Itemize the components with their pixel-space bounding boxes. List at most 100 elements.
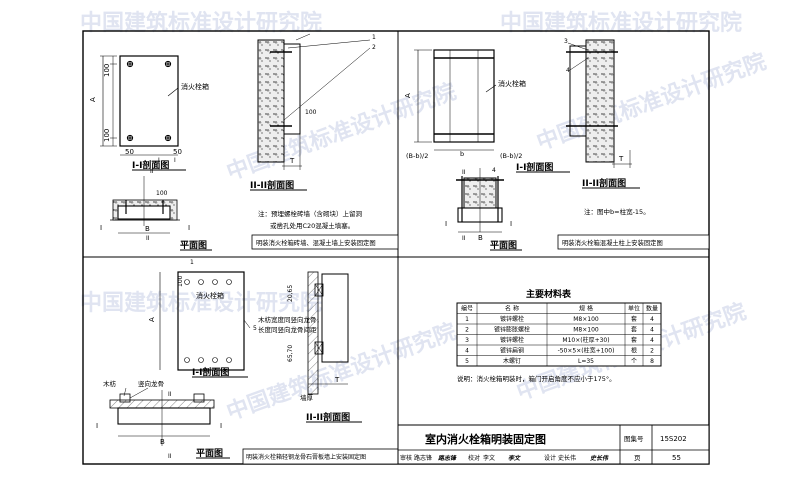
plan-I: I (96, 422, 98, 430)
watermark-text: 中国建筑标准设计研究院 (80, 290, 322, 316)
page-number: 55 (672, 454, 681, 462)
table-cell: 套 (631, 336, 637, 344)
panel-title: 明装消火栓箱砖墙、混凝土墙上安装固定图 (256, 238, 376, 247)
table-cell: M8×100 (573, 327, 599, 334)
wall-section (257, 39, 285, 163)
table-cell: 1 (465, 316, 469, 323)
table-cell: 8 (650, 358, 654, 365)
note-text: 木枋宽度同竖向龙骨， (258, 315, 323, 324)
title-block: 室内消火栓箱明装固定图 图集号 15S202 页 55 审核 路志锋 路志锋 校… (397, 424, 710, 465)
hydrant-box-elevation (119, 55, 179, 147)
caption-plan: 平面图 (490, 240, 517, 251)
table-cell: -50×5×(柱宽+100) (558, 347, 615, 355)
mark-5: 5 (253, 325, 257, 332)
plan-I: I (188, 224, 190, 232)
sec-mark: I (174, 157, 176, 164)
checker-name: 李文 (483, 454, 495, 462)
table-cell: M10×(柱厚+30) (562, 336, 609, 344)
page-label: 页 (634, 454, 641, 462)
hydrant-box-elevation (433, 49, 495, 143)
watermark-text: 中国建筑标准设计研究院 (500, 10, 742, 36)
atlas-number: 15S202 (660, 435, 687, 443)
plan-I: I (510, 220, 512, 228)
box-label: 消火栓箱 (498, 79, 526, 88)
reviewer-sign: 路志锋 (438, 454, 457, 462)
designer-name: 史长伟 (558, 454, 576, 462)
panel-gypsum-wall: 消火栓箱 1 5 A 100 I-I剖面图 木枋宽度同竖向龙骨， 长度同竖向龙骨… (96, 259, 399, 465)
plan-II: II (146, 235, 150, 242)
panel-title: 明装消火栓箱轻钢龙骨石膏板墙上安装固定图 (246, 453, 366, 461)
table-cell: 3 (465, 337, 469, 344)
caption-II-II: II-II剖面图 (250, 179, 294, 191)
dim-100: 100 (103, 129, 111, 142)
dim-A: A (404, 93, 412, 98)
dim-2065: 20,65 (287, 285, 294, 302)
table-cell: 4 (650, 337, 654, 344)
reviewer-name: 路志锋 (414, 454, 432, 462)
hydrant-box-elevation (177, 271, 245, 371)
dim-6570: 65,70 (287, 345, 294, 362)
table-cell: 镀锌膨胀螺栓 (494, 326, 530, 334)
gypsum-wall (307, 271, 319, 395)
mark-4: 4 (566, 67, 570, 74)
mark-1: 1 (190, 259, 194, 266)
label-wood: 木枋 (103, 379, 117, 388)
review-label: 审核 (400, 454, 412, 462)
caption-I-I: I-I剖面图 (132, 159, 169, 171)
table-note: 说明：消火栓箱明装时，箱门开启角度不应小于175°。 (457, 374, 616, 383)
table-cell: 4 (650, 327, 654, 334)
table-cell: 镀锌螺栓 (500, 315, 524, 323)
table-cell: M8×100 (573, 316, 599, 323)
plan-II: II (462, 169, 466, 176)
table-cell: 套 (631, 315, 637, 323)
note-text: 注：图中b=柱宽-15。 (584, 207, 650, 216)
dim-B: B (145, 225, 150, 233)
dim-100: 100 (103, 64, 111, 77)
check-label: 校对 (468, 454, 480, 462)
caption-plan: 平面图 (196, 448, 223, 459)
dim-T: T (289, 157, 295, 165)
dim-50: 50 (173, 148, 182, 156)
table-header-cell: 数量 (646, 305, 658, 313)
caption-I-I: I-I剖面图 (192, 366, 229, 378)
label-keel: 竖向龙骨 (138, 379, 164, 388)
dim-b: b (460, 150, 464, 158)
dim-B: B (478, 234, 483, 242)
table-cell: 4 (465, 348, 469, 355)
dim-half: (B-b)/2 (406, 152, 428, 160)
dim-B: B (160, 438, 165, 446)
plan-I: I (445, 220, 447, 228)
panel-concrete-column: 消火栓箱 A (B-b)/2 b (B-b)/2 I-I剖面图 3 4 T II… (404, 38, 710, 251)
dim-T: T (618, 155, 624, 163)
designer-sign: 史长伟 (590, 454, 609, 462)
watermark: 中国建筑标准设计研究院 中国建筑标准设计研究院 中国建筑标准设计研究院 中国建筑… (80, 10, 769, 426)
table-heading: 主要材料表 (526, 288, 572, 300)
atlas-label: 图集号 (624, 434, 644, 443)
watermark-text: 中国建筑标准设计研究院 (533, 48, 769, 155)
dim-100: 100 (177, 275, 184, 287)
dim-100: 100 (305, 109, 317, 116)
table-header-cell: 名 称 (505, 305, 519, 313)
table-cell: 套 (631, 326, 637, 334)
caption-II-II: II-II剖面图 (306, 411, 350, 423)
box-label: 消火栓箱 (196, 291, 224, 300)
dim-50: 50 (125, 148, 134, 156)
table-cell: 2 (465, 327, 469, 334)
plan-I: I (100, 224, 102, 232)
table-cell: 木螺钉 (503, 357, 521, 365)
table-cell: 5 (465, 358, 469, 365)
mark-4: 4 (492, 167, 496, 174)
plan-I: I (220, 422, 222, 430)
table-cell: 镀锌扁钢 (500, 347, 524, 355)
checker-sign: 李文 (508, 454, 521, 462)
plan-II: II (168, 391, 172, 398)
table-header-cell: 规 格 (579, 305, 593, 313)
sec-mark: I (158, 157, 160, 164)
hydrant-box-side (283, 43, 301, 135)
table-cell: L=35 (578, 358, 594, 365)
dim-A: A (89, 97, 97, 102)
plan-II: II (168, 453, 172, 460)
dim-T: T (334, 376, 340, 384)
